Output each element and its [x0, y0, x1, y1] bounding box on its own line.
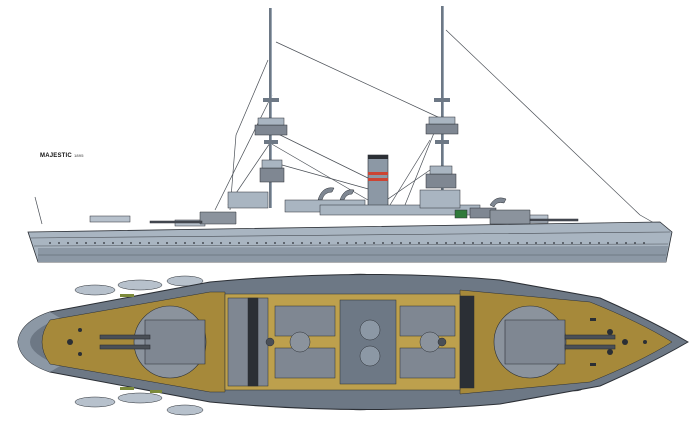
ship-year: 1895: [73, 153, 84, 158]
superstructure: [89, 189, 549, 227]
porthole: [328, 242, 330, 244]
davits: [120, 294, 162, 393]
porthole: [67, 242, 69, 244]
porthole: [274, 242, 276, 244]
porthole: [418, 242, 420, 244]
porthole: [409, 242, 411, 244]
porthole: [616, 242, 618, 244]
porthole: [571, 242, 573, 244]
porthole: [553, 242, 555, 244]
porthole: [94, 242, 96, 244]
porthole: [526, 242, 528, 244]
profile-view: [27, 6, 673, 263]
porthole: [346, 242, 348, 244]
porthole: [562, 242, 564, 244]
funnels: [367, 154, 389, 214]
porthole: [499, 242, 501, 244]
porthole: [490, 242, 492, 244]
porthole: [256, 242, 258, 244]
porthole: [472, 242, 474, 244]
porthole: [265, 242, 267, 244]
porthole: [283, 242, 285, 244]
porthole: [166, 242, 168, 244]
porthole: [202, 242, 204, 244]
porthole: [157, 242, 159, 244]
porthole: [535, 242, 537, 244]
porthole: [544, 242, 546, 244]
porthole: [85, 242, 87, 244]
midship-structures: [227, 295, 475, 389]
porthole: [517, 242, 519, 244]
porthole: [220, 242, 222, 244]
porthole: [103, 242, 105, 244]
portholes: [49, 242, 645, 244]
porthole: [130, 242, 132, 244]
porthole: [58, 242, 60, 244]
fore-mast: [254, 8, 288, 208]
porthole: [76, 242, 78, 244]
porthole: [625, 242, 627, 244]
porthole: [589, 242, 591, 244]
porthole: [310, 242, 312, 244]
porthole: [175, 242, 177, 244]
porthole: [427, 242, 429, 244]
porthole: [148, 242, 150, 244]
plan-turrets: [99, 305, 616, 379]
porthole: [139, 242, 141, 244]
deck-fittings: [67, 318, 647, 366]
porthole: [607, 242, 609, 244]
porthole: [373, 242, 375, 244]
porthole: [643, 242, 645, 244]
porthole: [337, 242, 339, 244]
porthole: [463, 242, 465, 244]
porthole: [400, 242, 402, 244]
porthole: [454, 242, 456, 244]
porthole: [121, 242, 123, 244]
porthole: [634, 242, 636, 244]
porthole: [247, 242, 249, 244]
plan-view: [17, 273, 689, 416]
ship-name: MAJESTIC: [40, 153, 72, 159]
porthole: [580, 242, 582, 244]
porthole: [436, 242, 438, 244]
profile-hull: [27, 221, 673, 263]
porthole: [481, 242, 483, 244]
porthole: [193, 242, 195, 244]
porthole: [508, 242, 510, 244]
porthole: [229, 242, 231, 244]
porthole: [184, 242, 186, 244]
porthole: [391, 242, 393, 244]
porthole: [112, 242, 114, 244]
porthole: [301, 242, 303, 244]
porthole: [355, 242, 357, 244]
porthole: [445, 242, 447, 244]
main-mast: [425, 6, 459, 206]
porthole: [598, 242, 600, 244]
porthole: [364, 242, 366, 244]
porthole: [211, 242, 213, 244]
porthole: [382, 242, 384, 244]
porthole: [49, 242, 51, 244]
porthole: [238, 242, 240, 244]
ventilators: [317, 187, 507, 208]
porthole: [292, 242, 294, 244]
porthole: [319, 242, 321, 244]
